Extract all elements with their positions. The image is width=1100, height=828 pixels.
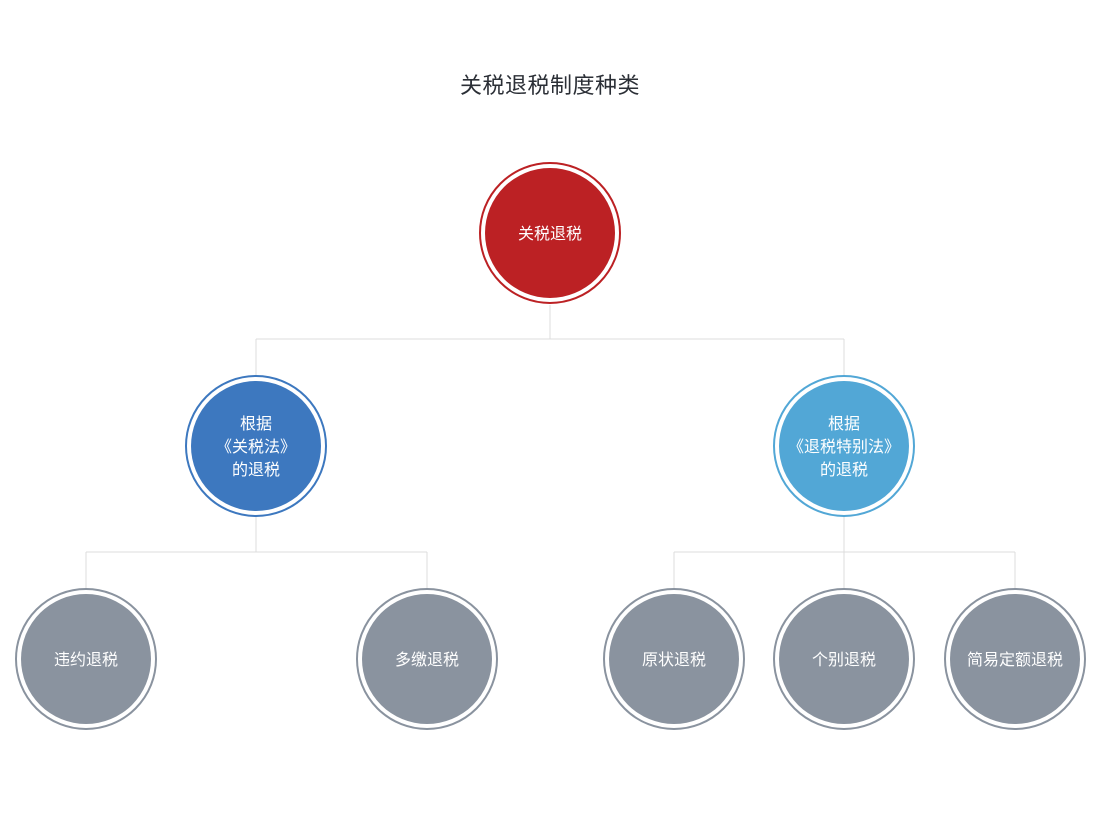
node-leaf-gebie: 个别退税 bbox=[773, 588, 915, 730]
node-level1-left-line-2: 《关税法》 bbox=[215, 436, 296, 456]
node-leaf-duojiao-circle: 多缴退税 bbox=[362, 594, 492, 724]
connector-root-to-level1 bbox=[255, 305, 845, 375]
node-level1-right-line-1: 根据 bbox=[827, 413, 860, 433]
node-level1-right: 根据 《退税特别法》 的退税 bbox=[773, 375, 915, 517]
node-leaf-yuanzhuang-circle: 原状退税 bbox=[609, 594, 739, 724]
node-leaf-gebie-label: 个别退税 bbox=[811, 649, 876, 669]
node-level1-right-circle: 根据 《退税特别法》 的退税 bbox=[779, 381, 909, 511]
connector-right-to-leaves bbox=[673, 517, 1016, 588]
node-leaf-weiyue: 违约退税 bbox=[15, 588, 157, 730]
node-root-circle: 关税退税 bbox=[485, 168, 615, 298]
node-leaf-yuanzhuang: 原状退税 bbox=[603, 588, 745, 730]
node-leaf-gebie-circle: 个别退税 bbox=[779, 594, 909, 724]
node-leaf-duojiao-label: 多缴退税 bbox=[394, 649, 459, 669]
node-leaf-weiyue-circle: 违约退税 bbox=[21, 594, 151, 724]
diagram-title: 关税退税制度种类 bbox=[459, 74, 640, 99]
node-root-label: 关税退税 bbox=[517, 223, 582, 243]
node-leaf-jianyi: 简易定额退税 bbox=[944, 588, 1086, 730]
node-level1-right-line-3: 的退税 bbox=[819, 459, 868, 479]
node-leaf-weiyue-label: 违约退税 bbox=[53, 649, 118, 669]
node-level1-left-line-3: 的退税 bbox=[231, 459, 280, 479]
node-leaf-jianyi-circle: 简易定额退税 bbox=[950, 594, 1080, 724]
node-leaf-duojiao: 多缴退税 bbox=[356, 588, 498, 730]
node-level1-left: 根据 《关税法》 的退税 bbox=[185, 375, 327, 517]
node-level1-left-line-1: 根据 bbox=[239, 413, 272, 433]
node-level1-left-circle: 根据 《关税法》 的退税 bbox=[191, 381, 321, 511]
node-root: 关税退税 bbox=[479, 162, 621, 304]
node-leaf-yuanzhuang-label: 原状退税 bbox=[641, 649, 706, 669]
node-level1-right-line-2: 《退税特别法》 bbox=[787, 436, 900, 456]
node-leaf-jianyi-label: 简易定额退税 bbox=[966, 649, 1063, 669]
connector-left-to-leaves bbox=[85, 517, 428, 588]
